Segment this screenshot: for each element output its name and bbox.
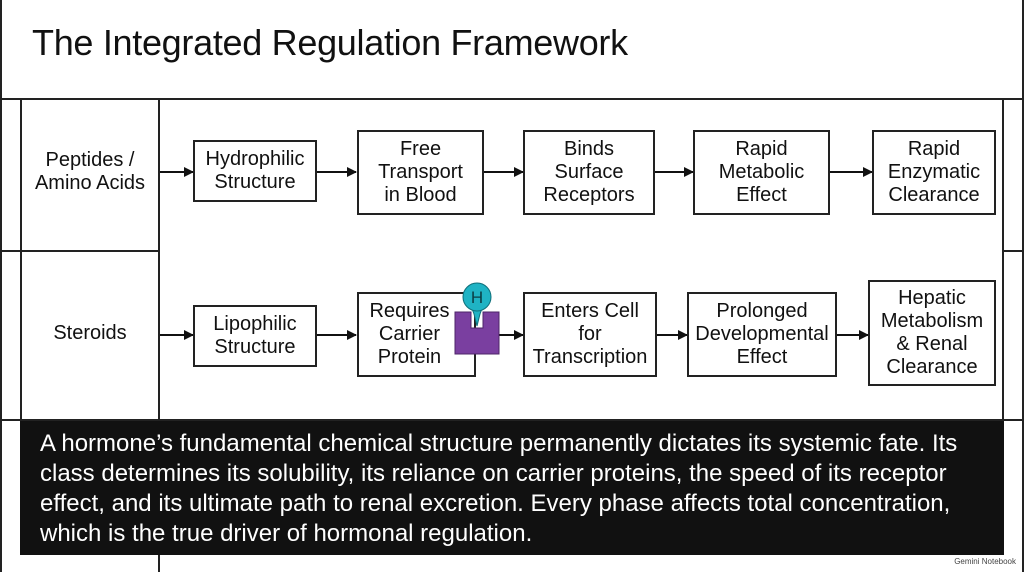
step-binds-surface-receptors: Binds Surface Receptors <box>523 130 655 215</box>
step-lipophilic-structure: Lipophilic Structure <box>193 305 317 367</box>
step-hepatic-metabolism-renal-clearance: Hepatic Metabolism & Renal Clearance <box>868 280 996 386</box>
row-label-peptides: Peptides / Amino Acids <box>34 149 146 194</box>
grid-line-label-left <box>20 98 22 421</box>
grid-line-label-right <box>158 98 160 572</box>
hormone-circle <box>462 282 492 312</box>
row-label-steroids: Steroids <box>53 321 127 344</box>
hormone-carrier-protein-icon: H <box>454 282 500 355</box>
step-prolonged-developmental-effect: Prolonged Developmental Effect <box>687 292 837 377</box>
step-free-transport: Free Transport in Blood <box>357 130 484 215</box>
step-rapid-enzymatic-clearance: Rapid Enzymatic Clearance <box>872 130 996 215</box>
summary-caption: A hormone’s fundamental chemical structu… <box>20 421 1004 555</box>
grid-line-middle-right <box>1003 250 1024 252</box>
carrier-protein-shape <box>454 311 500 355</box>
step-requires-carrier-protein: Requires Carrier Protein <box>357 292 476 377</box>
step-hydrophilic-structure: Hydrophilic Structure <box>193 140 317 202</box>
grid-line-right <box>1002 98 1004 421</box>
grid-line-top <box>0 98 1024 100</box>
step-rapid-metabolic-effect: Rapid Metabolic Effect <box>693 130 830 215</box>
grid-line-middle <box>0 250 159 252</box>
hormone-letter: H <box>471 288 483 307</box>
step-enters-cell-for-transcription: Enters Cell for Transcription <box>523 292 657 377</box>
watermark: Gemini Notebook <box>954 557 1016 566</box>
grid-line-bottom <box>0 419 1024 421</box>
page-title: The Integrated Regulation Framework <box>32 22 628 63</box>
